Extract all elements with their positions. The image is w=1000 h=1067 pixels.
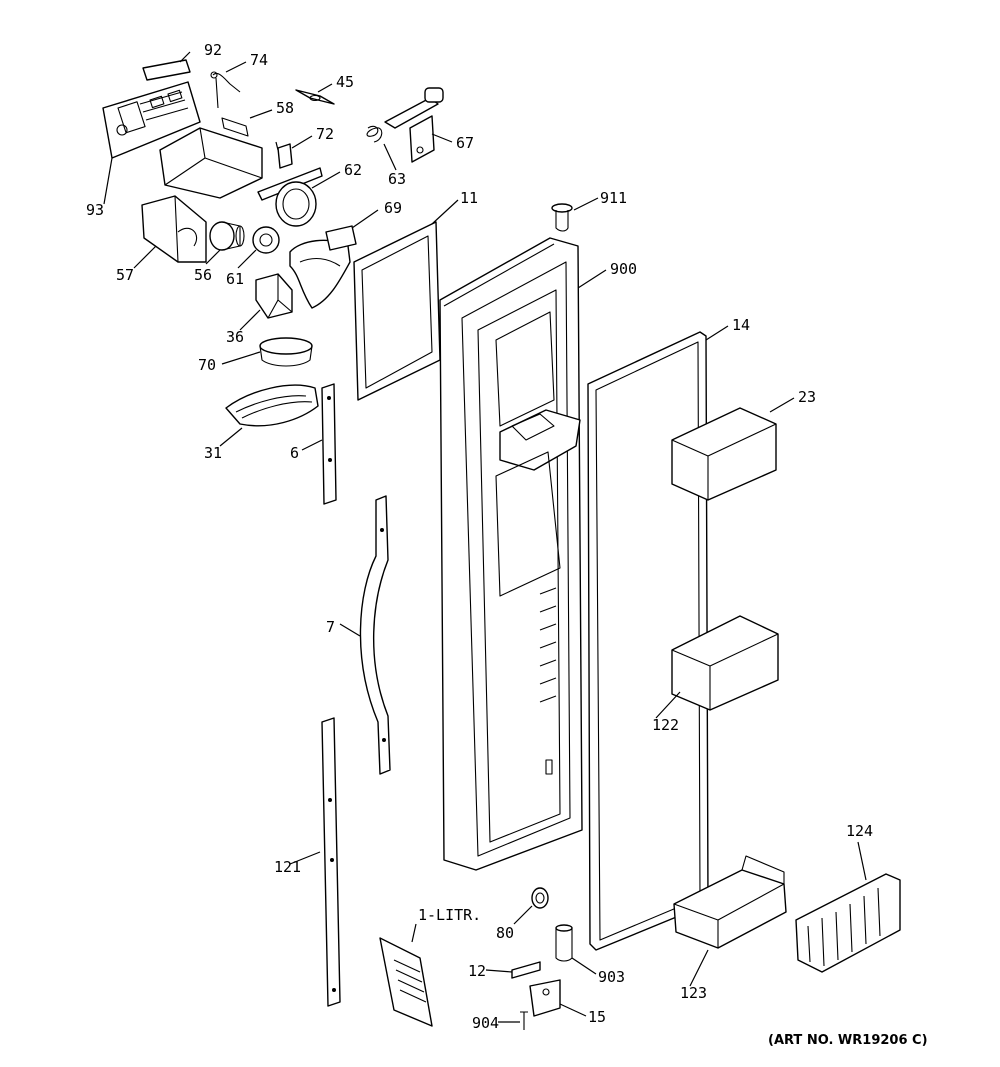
label-93: 93 xyxy=(86,201,104,219)
label-58: 58 xyxy=(276,99,294,117)
label-23: 23 xyxy=(798,388,816,406)
part-67-solenoid-bracket xyxy=(384,87,444,163)
part-121-trim xyxy=(321,717,341,1007)
part-58-housing xyxy=(159,117,263,199)
part-56-motor xyxy=(209,221,245,251)
part-31-grille xyxy=(225,384,319,427)
part-92-cover xyxy=(142,59,191,81)
part-23-bin xyxy=(671,407,777,501)
label-12: 12 xyxy=(468,962,486,980)
label-45: 45 xyxy=(336,73,354,91)
label-911: 911 xyxy=(600,189,627,207)
part-61-auger xyxy=(252,226,280,254)
label-70: 70 xyxy=(198,356,216,374)
label-67: 67 xyxy=(456,134,474,152)
label-80: 80 xyxy=(496,924,514,942)
label-124: 124 xyxy=(846,822,873,840)
part-15-hinge xyxy=(529,979,561,1017)
part-62-chute-ring xyxy=(257,167,323,227)
label-74: 74 xyxy=(250,51,268,69)
part-11-frame xyxy=(353,221,441,401)
label-903: 903 xyxy=(598,968,625,986)
part-7-handle xyxy=(359,495,391,775)
part-911-cap xyxy=(551,203,573,232)
part-124-basket xyxy=(795,873,901,973)
part-69-deflector xyxy=(289,225,357,309)
leader-lines xyxy=(103,51,867,1023)
label-122: 122 xyxy=(652,716,679,734)
label-14: 14 xyxy=(732,316,750,334)
part-93-control-panel xyxy=(102,81,201,159)
label-900: 900 xyxy=(610,260,637,278)
label-123: 123 xyxy=(680,984,707,1002)
part-900-door xyxy=(439,237,583,871)
part-72-switch xyxy=(275,141,293,169)
label-69: 69 xyxy=(384,199,402,217)
label-72: 72 xyxy=(316,125,334,143)
part-123-bin xyxy=(673,855,787,949)
label-92: 92 xyxy=(204,41,222,59)
label-121: 121 xyxy=(274,858,301,876)
label-57: 57 xyxy=(116,266,134,284)
part-904-screw xyxy=(520,1011,528,1030)
label-36: 36 xyxy=(226,328,244,346)
label-6: 6 xyxy=(290,444,299,462)
label-63: 63 xyxy=(388,170,406,188)
door-shelf-clips xyxy=(539,587,557,775)
part-36-bracket xyxy=(255,273,293,319)
label-31: 31 xyxy=(204,444,222,462)
label-1litr: 1-LITR. xyxy=(418,906,481,924)
label-15: 15 xyxy=(588,1008,606,1026)
art-number: (ART NO. WR19206 C) xyxy=(768,1033,928,1048)
part-57-motor-housing xyxy=(141,195,207,263)
part-6-trim xyxy=(321,383,337,505)
part-1litr-card xyxy=(379,937,433,1027)
label-904: 904 xyxy=(472,1014,499,1032)
part-74-wire xyxy=(210,71,241,109)
part-45-bracket xyxy=(295,89,335,105)
part-labels: 92 74 45 58 72 67 63 62 93 69 11 911 57 … xyxy=(86,41,873,1032)
label-61: 61 xyxy=(226,270,244,288)
label-7: 7 xyxy=(326,618,335,636)
part-63-spring xyxy=(366,125,383,143)
label-11: 11 xyxy=(460,189,478,207)
part-122-bin xyxy=(671,615,779,711)
part-80-plug xyxy=(531,887,549,909)
label-62: 62 xyxy=(344,161,362,179)
part-70-ring xyxy=(259,337,313,367)
part-903-tube xyxy=(555,924,573,962)
label-56: 56 xyxy=(194,266,212,284)
part-12-strip xyxy=(511,961,541,979)
